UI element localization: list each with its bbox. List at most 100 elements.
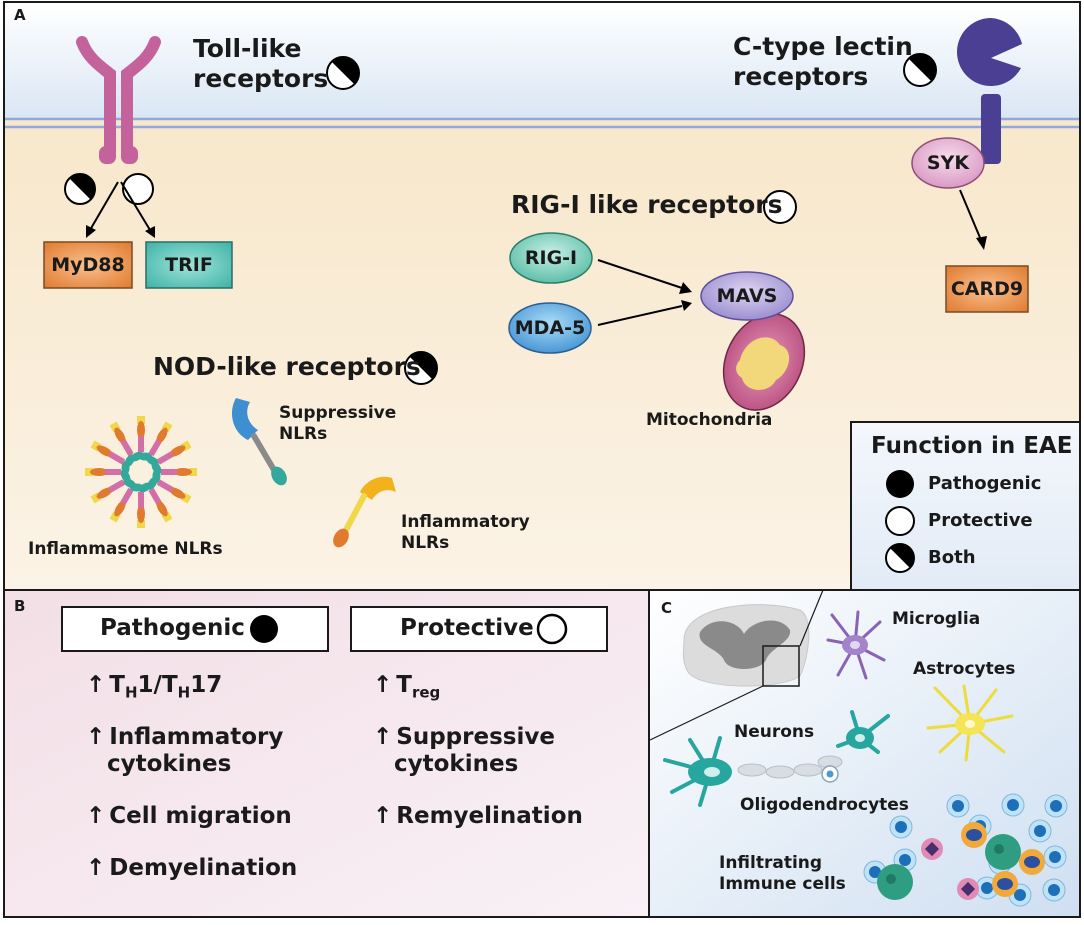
both-icon-tlr-title — [326, 56, 360, 90]
legend-protective-label: Protective — [928, 510, 1033, 531]
mitochondria-icon — [722, 313, 806, 411]
up-arrow-icon: ↑ — [373, 672, 393, 698]
panel-c-letter: C — [661, 599, 673, 617]
panel-a — [3, 1, 1081, 591]
microglia-label: Microglia — [892, 609, 981, 629]
mda-5-node — [508, 302, 592, 354]
arrowhead-mavs-1-icon — [679, 282, 692, 294]
inflammasome-icon — [85, 416, 197, 528]
arrow-syk-card9 — [959, 189, 982, 241]
both-icon — [885, 543, 915, 573]
myd88-box — [43, 241, 133, 289]
clr-title-line1: C-type lectin — [733, 32, 913, 61]
arrow-mda5-mavs — [597, 305, 683, 326]
clr-title: C-type lectin receptors — [733, 32, 913, 92]
pathogenic-icon — [886, 470, 914, 498]
arrowhead-trif-icon — [145, 226, 155, 238]
legend-title: Function in EAE — [871, 433, 1073, 459]
trif-label: TRIF — [165, 254, 213, 276]
mitochondria-label: Mitochondria — [646, 410, 773, 430]
pathogenic-item-cytokines: ↑Inflammatory cytokines — [86, 724, 284, 777]
up-arrow-icon: ↑ — [86, 672, 106, 698]
both-icon-nlr-title — [404, 351, 438, 385]
zoom-line-bottom — [649, 685, 764, 741]
panel-a-letter: A — [14, 6, 26, 24]
up-arrow-icon: ↑ — [86, 855, 106, 881]
arrow-tlr-myd88 — [89, 181, 119, 231]
inflammatory-nlr-label: Inflammatory NLRs — [401, 512, 530, 554]
suppressive-nlr-label: Suppressive NLRs — [279, 403, 396, 445]
card9-box — [945, 265, 1029, 313]
spinal-cord-icon — [682, 604, 810, 687]
rig-i-node — [509, 232, 593, 284]
nlr-title: NOD-like receptors — [153, 352, 421, 381]
zoom-box — [762, 645, 800, 687]
protective-item-remyelination: ↑Remyelination — [373, 803, 583, 829]
protective-icon-rlr-title — [763, 190, 797, 224]
neurons-label: Neurons — [734, 722, 815, 742]
zoom-line-top — [799, 589, 824, 647]
inflammatory-nlr-icon — [333, 476, 396, 548]
inflammatory-nlr-line2: NLRs — [401, 533, 450, 553]
legend-pathogenic-label: Pathogenic — [928, 473, 1042, 494]
mda-5-label: MDA-5 — [514, 317, 586, 339]
up-arrow-icon: ↑ — [86, 724, 106, 750]
syk-node — [911, 137, 985, 189]
pathogenic-item-th: ↑TH1/TH17 — [86, 672, 223, 702]
suppressive-nlr-line1: Suppressive — [279, 403, 397, 423]
arrow-rig-mavs — [597, 259, 683, 289]
clr-receptor-icon — [956, 18, 1022, 164]
both-icon-clr-title — [903, 53, 937, 87]
legend-both-label: Both — [928, 547, 976, 568]
oligodendrocytes-label: Oligodendrocytes — [740, 795, 909, 815]
inflammatory-nlr-line1: Inflammatory — [401, 512, 530, 532]
arrowhead-card9-icon — [976, 236, 987, 250]
immune-cells-icon — [863, 793, 1068, 907]
tlr-receptor-icon — [76, 36, 161, 164]
arrowhead-myd88-icon — [86, 225, 96, 238]
tlr-title: Toll-like receptors — [193, 34, 328, 94]
protective-icon — [885, 506, 915, 536]
clr-title-line2: receptors — [733, 62, 869, 91]
myd88-label: MyD88 — [51, 254, 125, 276]
protective-item-cytokines: ↑Suppressive cytokines — [373, 724, 555, 777]
up-arrow-icon: ↑ — [86, 803, 106, 829]
up-arrow-icon: ↑ — [373, 803, 393, 829]
panel-c — [648, 589, 1081, 918]
rlr-title: RIG-I like receptors — [511, 190, 783, 219]
suppressive-nlr-icon — [232, 398, 287, 486]
card9-label: CARD9 — [950, 278, 1024, 300]
syk-label: SYK — [926, 152, 970, 174]
astrocytes-label: Astrocytes — [913, 659, 1016, 679]
legend — [850, 421, 1081, 591]
mavs-node — [700, 271, 794, 321]
microglia-icon — [826, 610, 886, 680]
protective-item-treg: ↑Treg — [373, 672, 441, 702]
panel-b-letter: B — [14, 597, 26, 615]
pathogenic-item-demyelination: ↑Demyelination — [86, 855, 298, 881]
protective-header-icon — [536, 613, 568, 645]
inflammasome-nlr-label: Inflammasome NLRs — [28, 539, 223, 559]
trif-box — [145, 241, 233, 289]
protective-icon-tlr-trif — [122, 173, 154, 205]
up-arrow-icon: ↑ — [373, 724, 393, 750]
mavs-label: MAVS — [716, 285, 778, 307]
astrocyte-icon — [926, 684, 1014, 762]
arrowhead-mavs-2-icon — [681, 300, 692, 311]
panel-b — [3, 589, 650, 918]
extracellular-space — [5, 3, 1079, 120]
tlr-title-line2: receptors — [193, 64, 329, 93]
tlr-title-line1: Toll-like — [193, 34, 302, 63]
pathogenic-item-migration: ↑Cell migration — [86, 803, 292, 829]
both-icon-tlr-myd88 — [64, 173, 96, 205]
neuron-icon — [663, 710, 890, 807]
suppressive-nlr-line2: NLRs — [279, 424, 328, 444]
immune-cells-label: Infiltrating Immune cells — [719, 853, 846, 894]
rig-i-label: RIG-I — [524, 247, 578, 269]
pathogenic-header-icon — [250, 615, 278, 643]
pathogenic-header: Pathogenic — [100, 615, 245, 641]
arrow-tlr-trif — [120, 181, 151, 231]
pathogenic-header-box — [61, 606, 329, 652]
